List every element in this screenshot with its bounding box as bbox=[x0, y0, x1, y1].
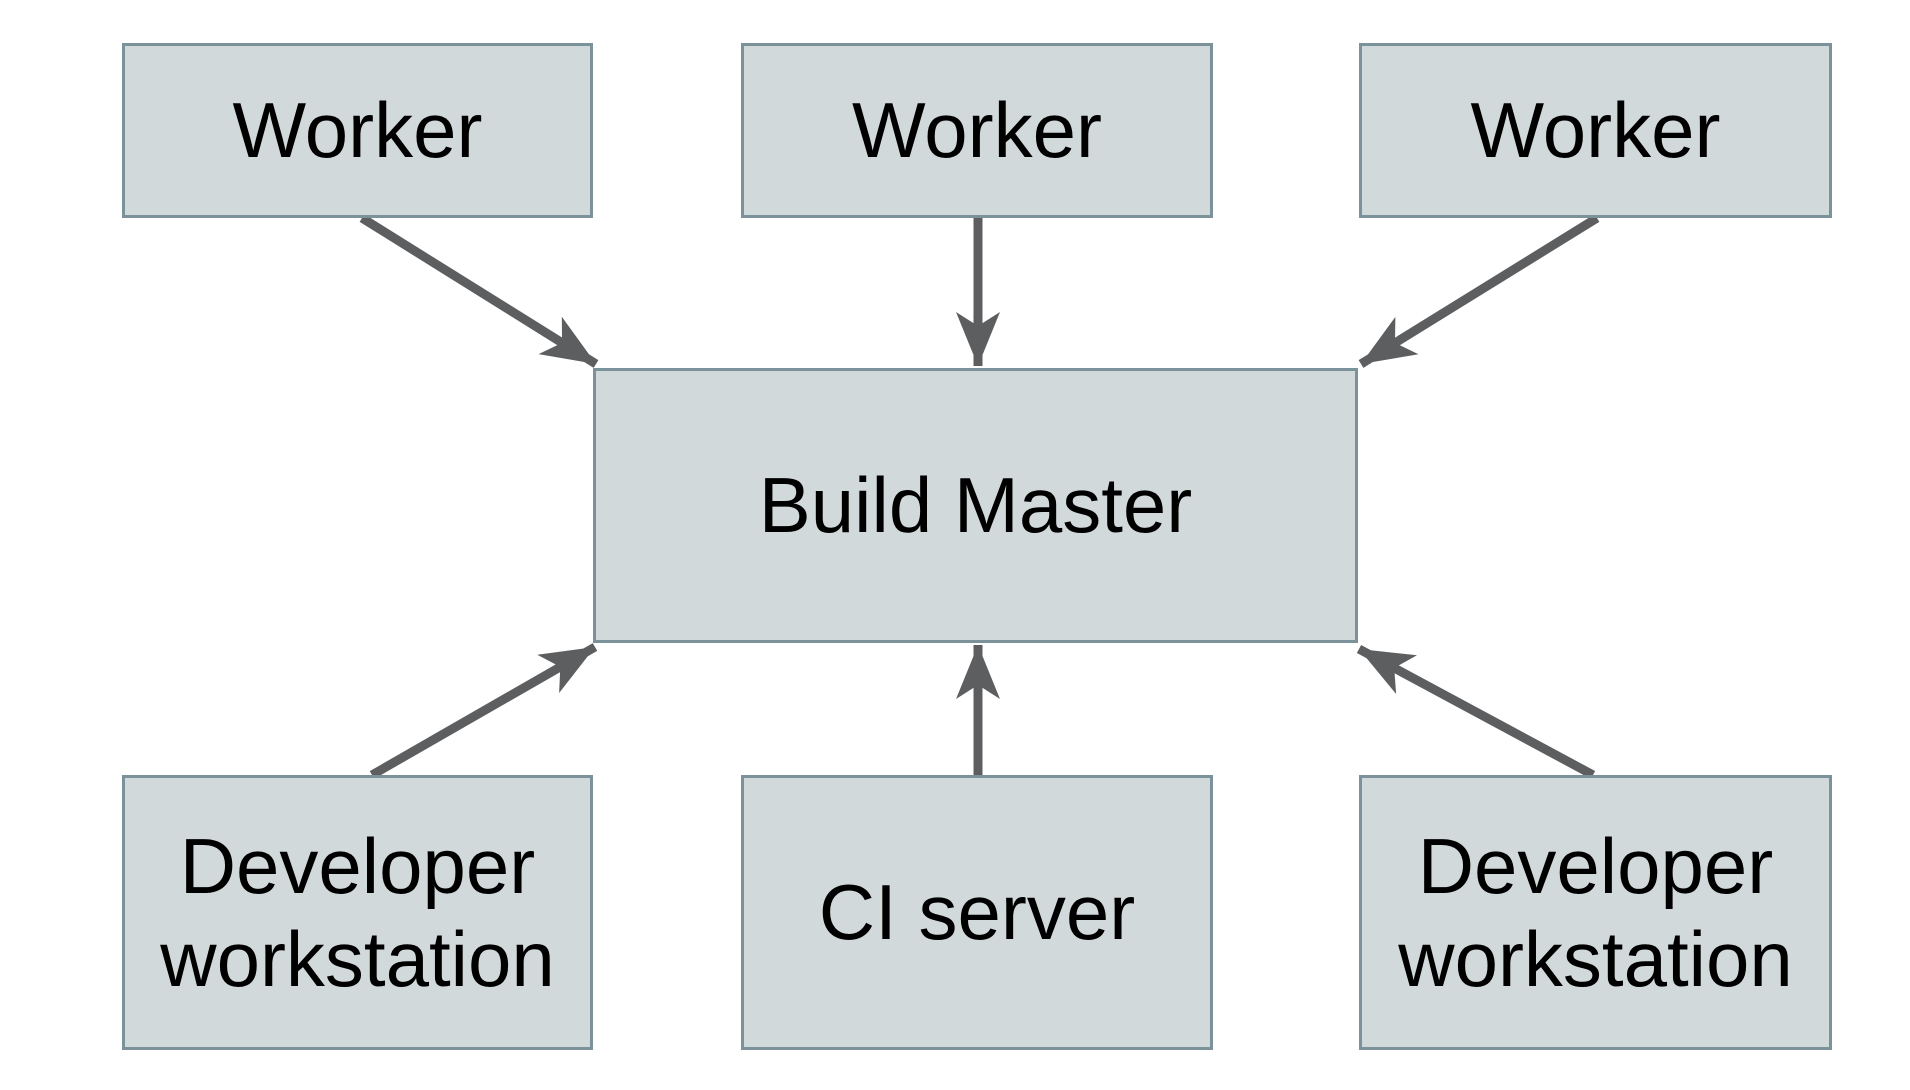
node-worker-2: Worker bbox=[741, 43, 1213, 218]
node-worker-3: Worker bbox=[1359, 43, 1832, 218]
node-developer-workstation-2-label: Developer workstation bbox=[1398, 821, 1793, 1003]
node-build-master: Build Master bbox=[593, 368, 1358, 643]
node-ci-server: CI server bbox=[741, 775, 1213, 1050]
node-worker-1-label: Worker bbox=[232, 86, 483, 174]
arrow-developer-workstation2-to-build-master bbox=[1356, 645, 1596, 779]
node-worker-2-label: Worker bbox=[852, 86, 1102, 174]
node-worker-3-label: Worker bbox=[1470, 86, 1721, 174]
node-ci-server-label: CI server bbox=[818, 868, 1136, 956]
arrow-worker1-to-build-master bbox=[359, 214, 599, 368]
node-developer-workstation-2: Developer workstation bbox=[1359, 775, 1832, 1050]
node-developer-workstation-1-label: Developer workstation bbox=[160, 821, 555, 1003]
arrow-worker3-to-build-master bbox=[1358, 214, 1600, 368]
node-worker-1: Worker bbox=[122, 43, 593, 218]
node-build-master-label: Build Master bbox=[758, 461, 1193, 549]
node-developer-workstation-1: Developer workstation bbox=[122, 775, 593, 1050]
arrow-developer-workstation1-to-build-master bbox=[369, 643, 598, 779]
